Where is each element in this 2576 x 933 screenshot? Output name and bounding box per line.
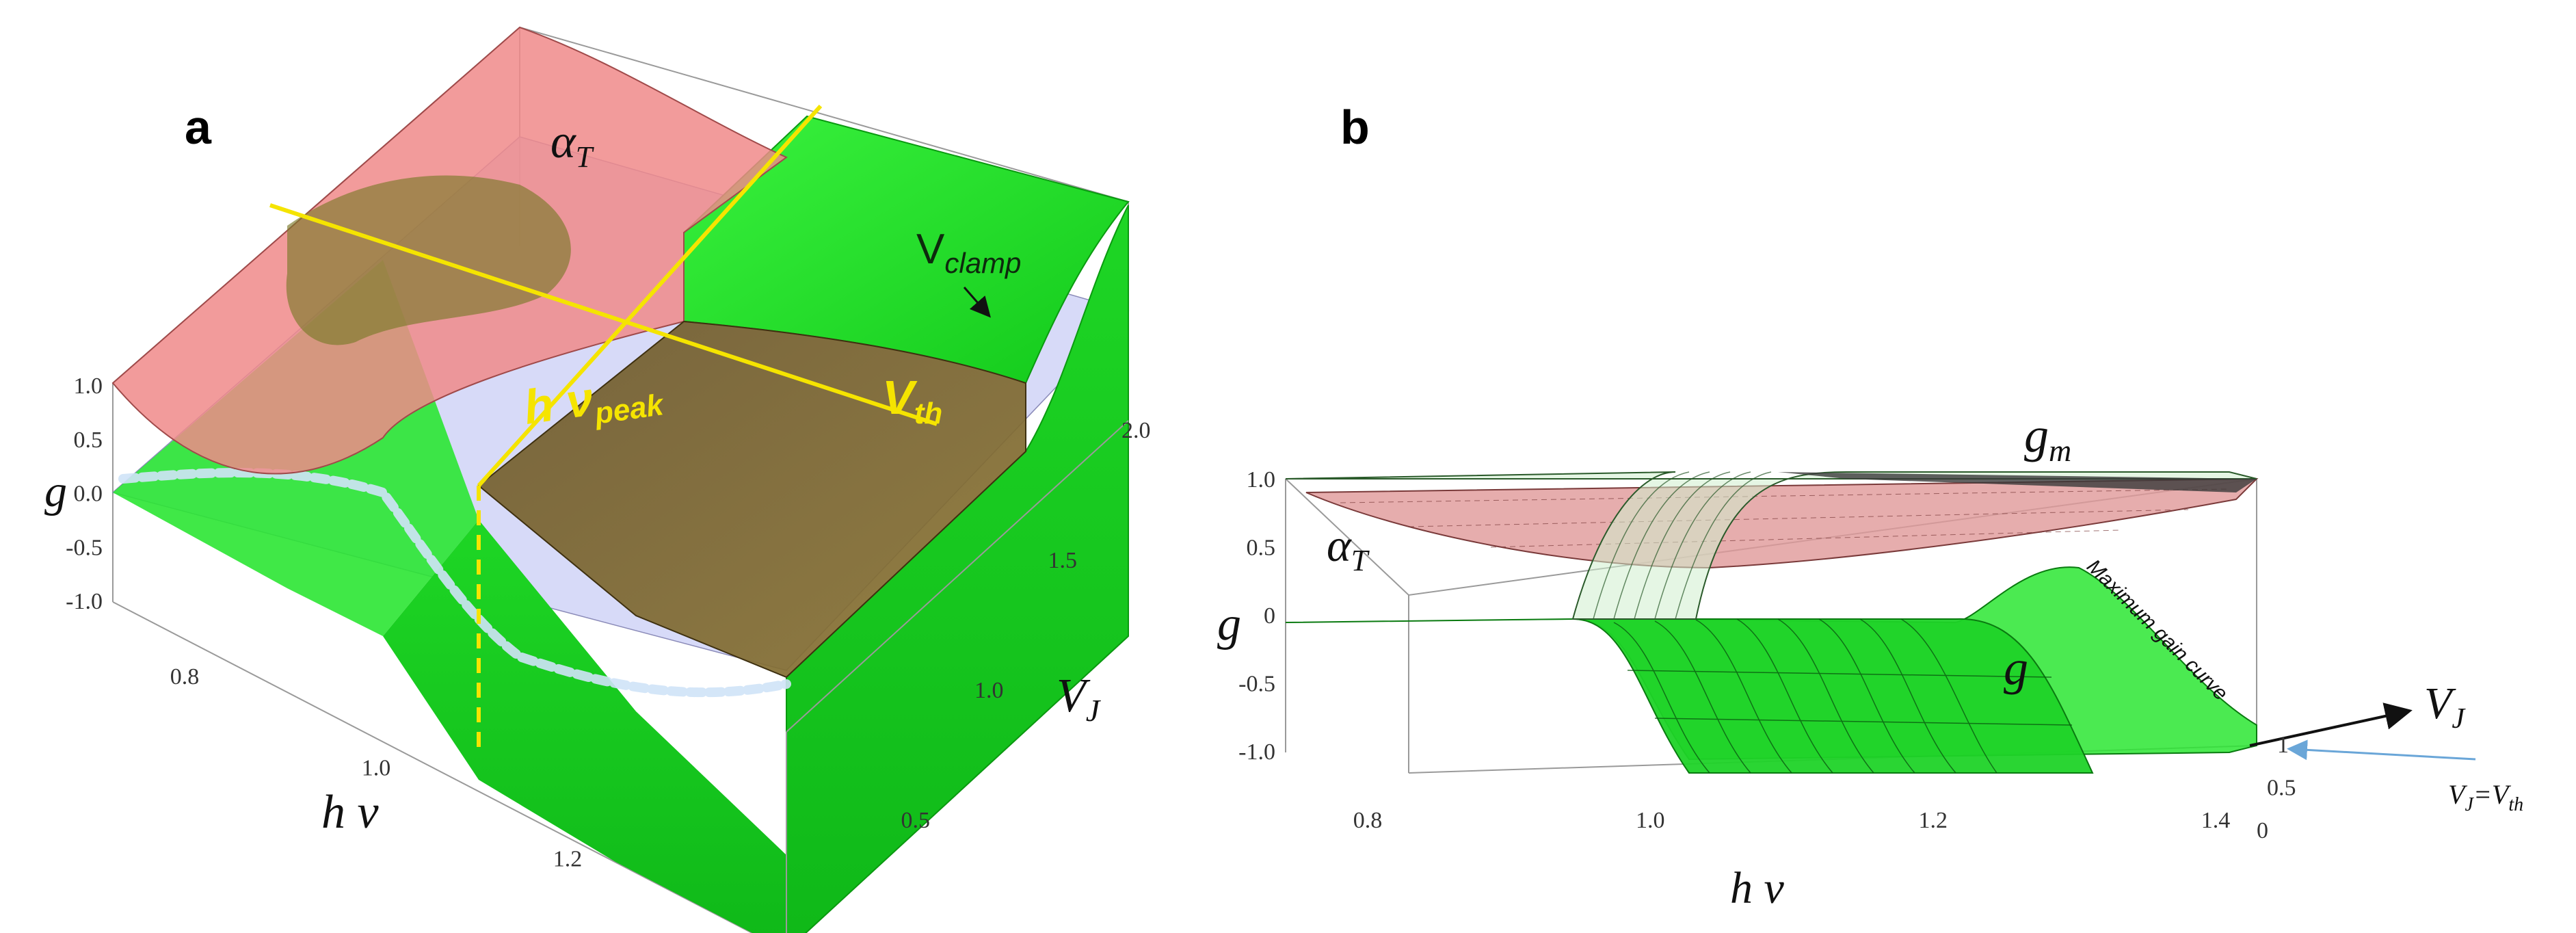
- panel-b-label: b: [1340, 101, 1370, 154]
- panel-a-z-tick: -0.5: [66, 535, 103, 560]
- panel-a-z-tick: 1.0: [74, 373, 103, 399]
- panel-a-z-tick: 0.5: [74, 428, 103, 453]
- panel-a-vclamp-arrow: [963, 287, 991, 318]
- panel-b-y-axis-label: VJ: [2424, 679, 2466, 735]
- panel-a-z-axis-label: g: [44, 466, 67, 516]
- panel-b-alpha-mesh: [1340, 488, 2230, 548]
- panel-a: a: [44, 26, 1151, 933]
- panel-b-gm-top: [1778, 472, 2257, 492]
- panel-b-x-axis-label: h ν: [1730, 863, 1785, 913]
- panel-b-x-tick: 0.8: [1353, 808, 1383, 833]
- panel-a-gain-wall: [786, 205, 1129, 933]
- panel-b-z-tick: 0.5: [1247, 536, 1276, 561]
- panel-b-z-tick: 0: [1264, 603, 1275, 629]
- panel-a-y-axis-label: VJ: [1057, 670, 1102, 728]
- panel-a-vclamp-label: Vclamp: [916, 226, 1021, 279]
- panel-a-y-tick: 1.0: [974, 678, 1004, 703]
- panel-b-alpha-surface: [1305, 477, 2259, 569]
- panel-a-ticks: 0.81.01.21.41.00.50.0-0.5-1.00.00.51.01.…: [66, 373, 1151, 872]
- panel-b-gain-mesh: [1613, 618, 2073, 774]
- panel-b-z-tick: -0.5: [1238, 672, 1275, 697]
- panel-b-x-tick: 1.0: [1636, 808, 1665, 833]
- hv-peak-line: [477, 104, 823, 488]
- panel-b-ticks: 0.8 1.0 1.2 1.4 1.0 0.5 0 -0.5 -1.0 0 0.5 1: [1238, 467, 2296, 843]
- panel-b-gm-mesh: [1593, 471, 1772, 620]
- panel-a-x-tick: 0.8: [170, 664, 200, 689]
- panel-b-alpha-label: αT: [1327, 519, 1370, 577]
- panel-b-gain-front: [1572, 618, 2094, 774]
- panel-a-box-front: [786, 420, 1129, 933]
- panel-a-alpha-label: αT: [550, 116, 595, 174]
- vth-line: [269, 203, 938, 426]
- panel-a-z-tick: -1.0: [66, 589, 103, 614]
- panel-a-x-tick: 1.2: [553, 847, 583, 872]
- panel-a-label: a: [185, 101, 212, 154]
- panel-b-gm-surface: [1285, 471, 2257, 620]
- panel-a-y-tick: 1.5: [1048, 548, 1078, 573]
- panel-a-z-tick: 0.0: [74, 482, 103, 507]
- panel-a-y-tick: 2.0: [1121, 418, 1151, 443]
- panel-a-y-tick: 0.5: [901, 808, 931, 833]
- panel-a-x-tick: 1.0: [362, 755, 391, 780]
- panel-b-g-label: g: [2004, 640, 2028, 695]
- panel-a-yellow-lines: [269, 104, 938, 752]
- panel-b-gm-label: gm: [2024, 408, 2071, 468]
- panel-a-olive-patches: [286, 175, 571, 345]
- panel-a-noise-band: [118, 468, 791, 698]
- panel-b-y-tick: 0.5: [2267, 776, 2296, 801]
- panel-b: b: [1217, 101, 2523, 913]
- panel-b-z-axis-label: g: [1217, 598, 1241, 651]
- panel-b-vj-axis-arrow: [2249, 702, 2413, 747]
- panel-b-vth-arrow: [2287, 739, 2476, 761]
- panel-b-y-tick: 0: [2257, 818, 2268, 843]
- panel-a-vth-label: Vth: [882, 371, 942, 430]
- panel-a-x-axis-label: h ν: [321, 786, 380, 839]
- panel-b-x-tick: 1.4: [2201, 808, 2231, 833]
- panel-b-x-tick: 1.2: [1918, 808, 1948, 833]
- panel-b-vth-annotation: VJ=Vth: [2448, 779, 2523, 815]
- panel-b-z-tick: -1.0: [1238, 739, 1275, 765]
- panel-b-y-tick: 1: [2277, 733, 2289, 758]
- panel-b-z-tick: 1.0: [1247, 467, 1276, 492]
